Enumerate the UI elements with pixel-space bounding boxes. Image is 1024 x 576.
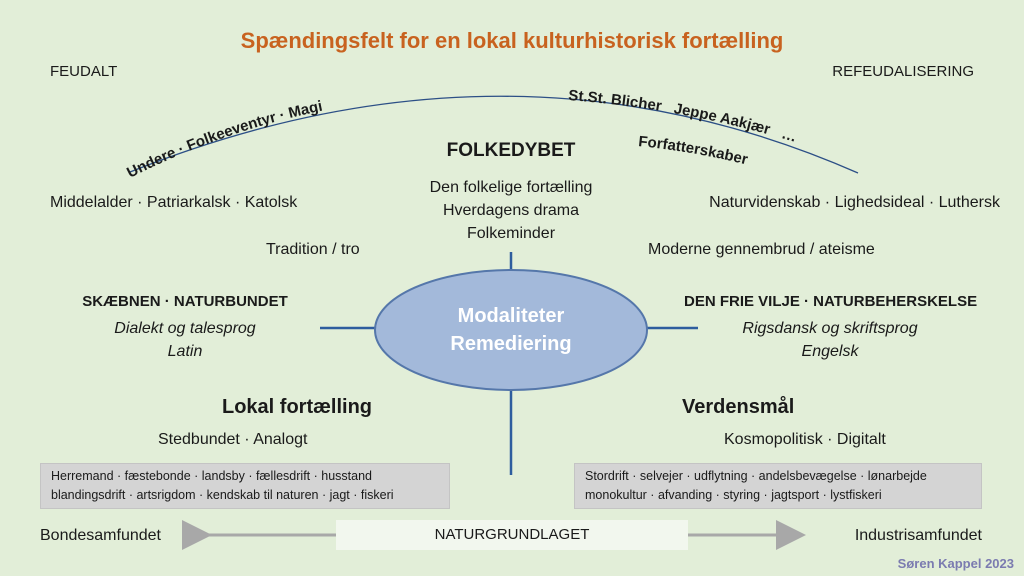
upper-left-belief: Tradition / tro [266,241,360,258]
upper-right-belief: Moderne gennembrud / ateisme [648,241,875,258]
corner-left-label: FEUDALT [50,63,118,80]
ellipse-line-modaliteter: Modaliteter [457,305,565,327]
lower-left-box: Herremand · fæstebonde · landsby · fælle… [40,463,450,509]
upper-right-era: Naturvidenskab · Lighedsideal · Luthersk [709,194,1000,211]
folkedybet-line: Den folkelige fortælling [429,179,593,196]
ellipse-line-remediering: Remediering [450,333,572,355]
naturgrundlaget-box: NATURGRUNDLAGET [336,520,688,550]
upper-left-era: Middelalder · Patriarkalsk · Katolsk [50,194,298,211]
mid-left-heading: SKÆBNEN · NATURBUNDET [82,293,288,310]
lower-right-box-line: monokultur · afvanding · styring · jagts… [585,488,882,502]
lower-left-box-line: blandingsdrift · artsrigdom · kendskab t… [51,488,394,502]
folkedybet-line: Hverdagens drama [442,202,580,219]
folkedybet-block: FOLKEDYBET Den folkelige fortælling Hver… [411,140,611,245]
mid-left-block: SKÆBNEN · NATURBUNDET Dialekt og talespr… [50,293,320,363]
lower-left-box-line: Herremand · fæstebonde · landsby · fælle… [51,469,372,483]
bottom-right-label: Industrisamfundet [854,527,982,544]
lower-right-box-line: Stordrift · selvejer · udflytning · ande… [585,469,927,483]
center-ellipse [374,269,648,391]
arc-left-label: Undere · Folkeeventyr · Magi [124,98,324,182]
lower-right-box: Stordrift · selvejer · udflytning · ande… [574,463,982,509]
mid-left-line: Latin [167,343,203,360]
mid-right-heading: DEN FRIE VILJE · NATURBEHERSKELSE [684,293,978,310]
mid-right-block: DEN FRIE VILJE · NATURBEHERSKELSE Rigsda… [684,293,978,363]
lower-left-heading: Lokal fortælling [222,396,372,418]
lower-right-sub: Kosmopolitisk · Digitalt [724,431,886,448]
arc-authorship-label: Forfatterskaber [638,133,750,168]
bottom-left-label: Bondesamfundet [40,527,161,544]
mid-left-line: Dialekt og talesprog [114,320,256,337]
mid-right-line: Engelsk [801,343,859,360]
arc-authors-label: St.St. Blicher Jeppe Aakjær … [0,0,833,154]
page-title: Spændingsfelt for en lokal kulturhistori… [240,28,784,53]
folkedybet-heading: FOLKEDYBET [446,140,576,161]
lower-right-heading: Verdensmål [682,396,795,418]
lower-left-sub: Stedbundet · Analogt [158,431,308,448]
historical-arc [129,95,859,174]
mid-right-line: Rigsdansk og skriftsprog [742,320,918,337]
signature: Søren Kappel 2023 [897,556,1014,571]
ellipse-label: Modaliteter Remediering [411,302,611,358]
corner-right-label: REFEUDALISERING [832,63,974,80]
folkedybet-line: Folkeminder [466,225,556,242]
